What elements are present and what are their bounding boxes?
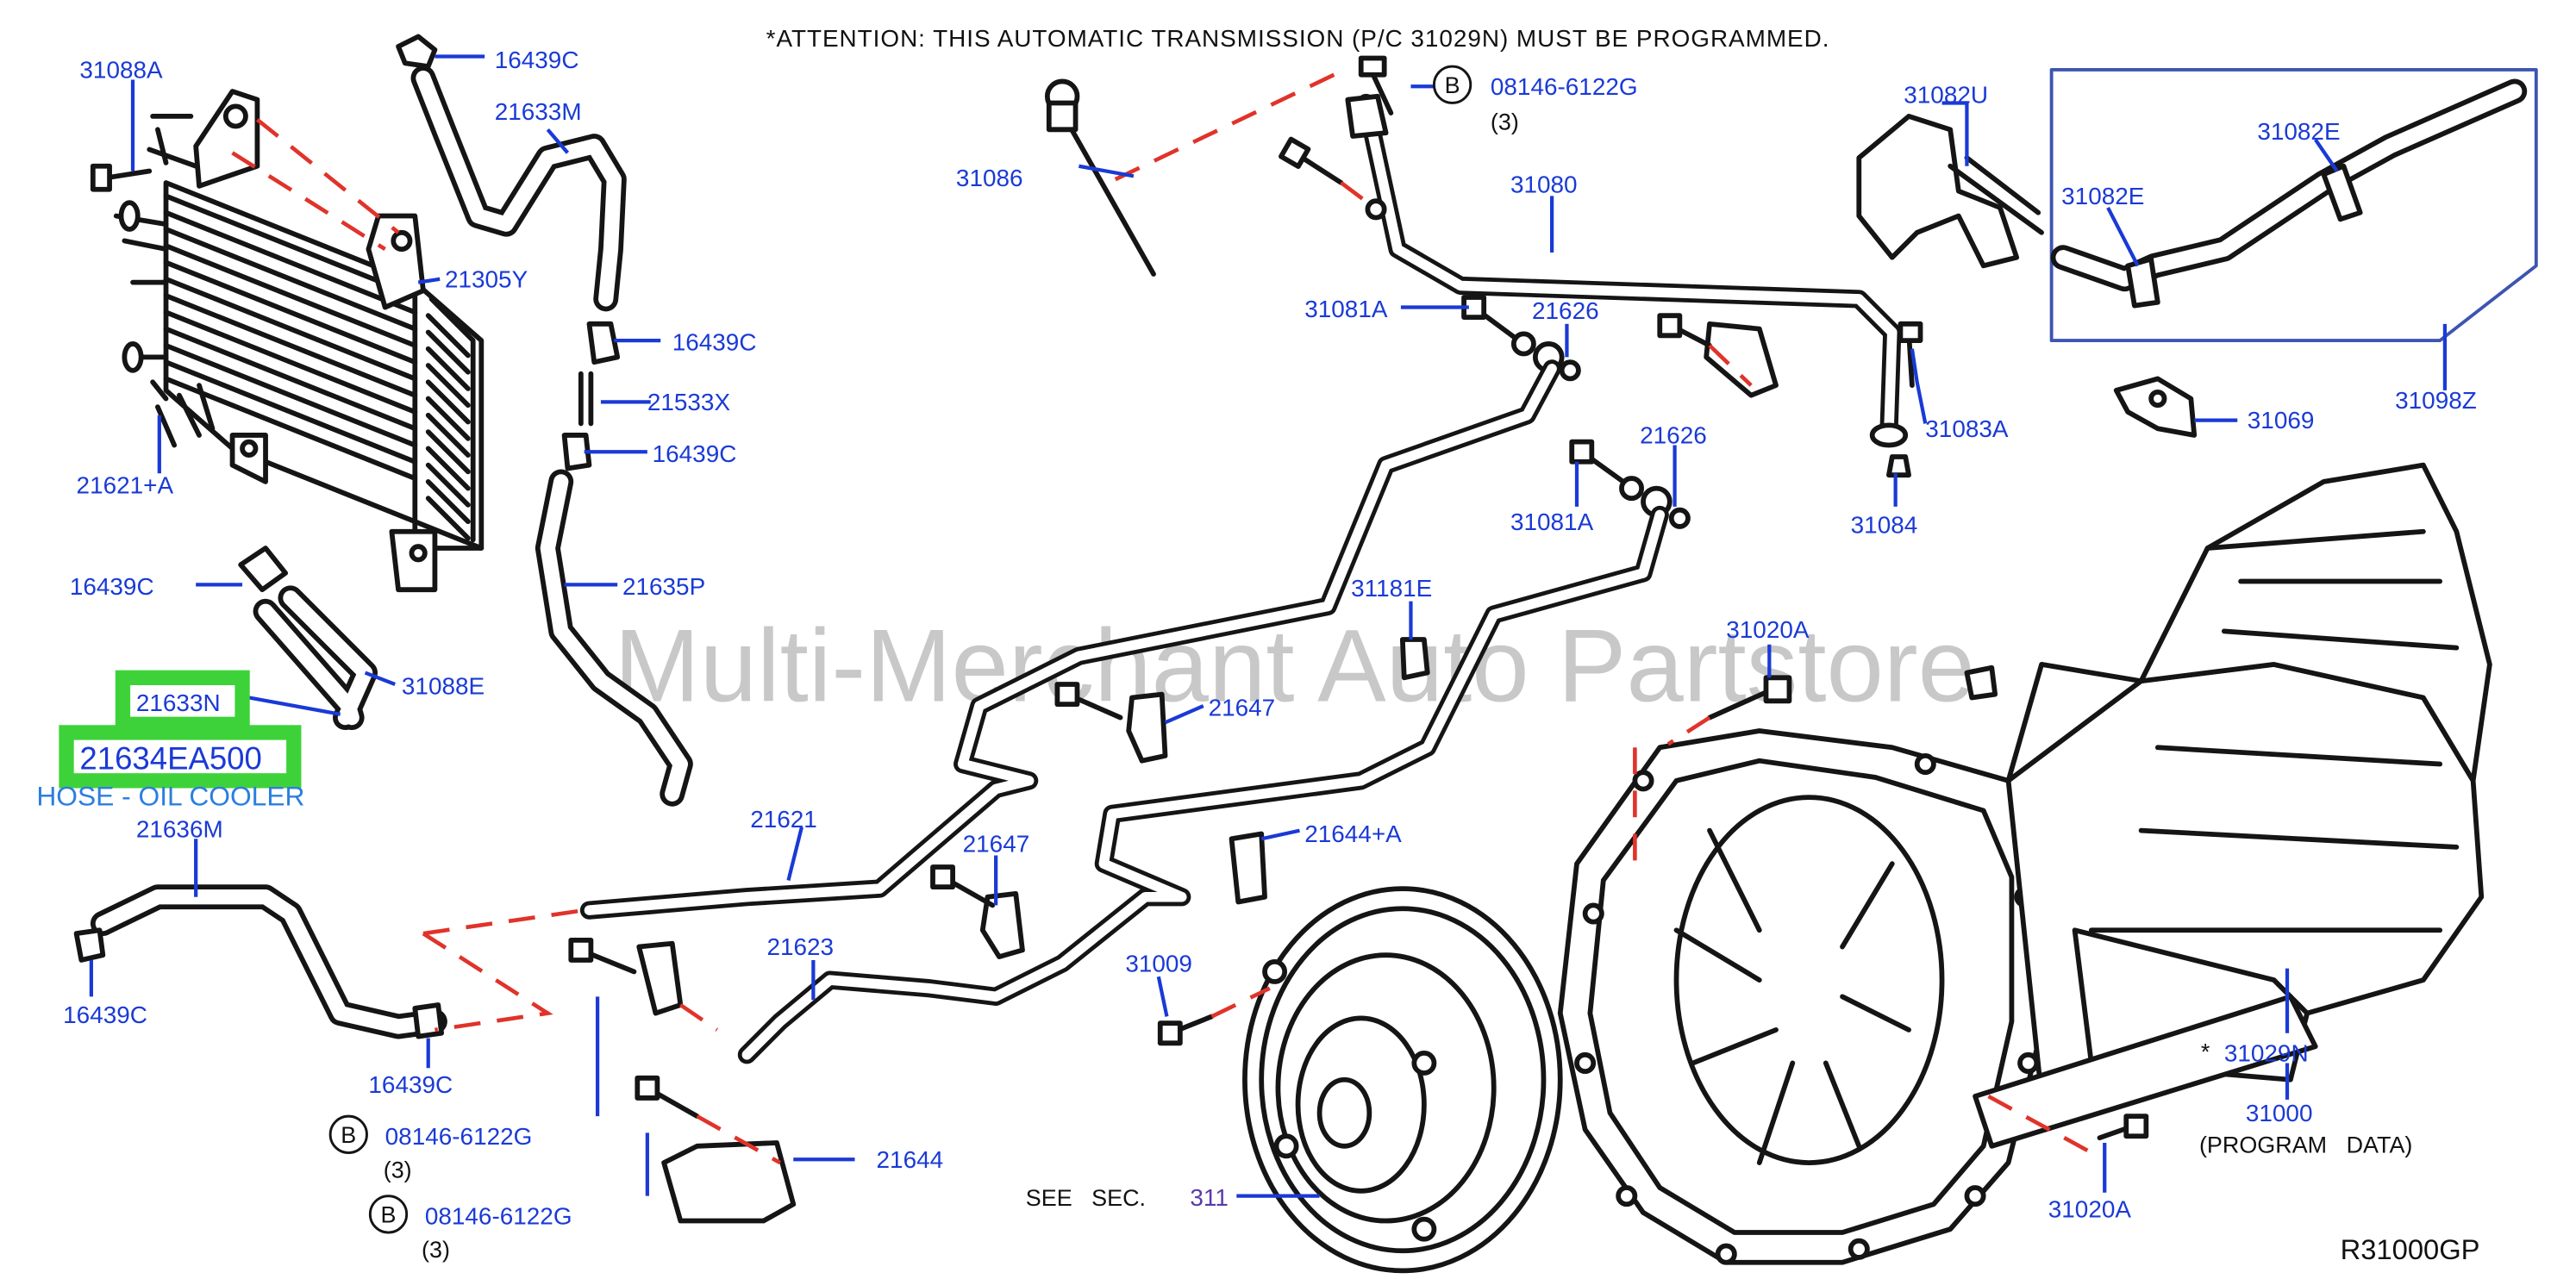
label-31081A-top[interactable]: 31081A <box>1304 296 1388 322</box>
b-marker-circle-1 <box>1432 65 1472 104</box>
label-16439C-mid1[interactable]: 16439C <box>672 329 757 356</box>
program-data-text: (PROGRAM DATA) <box>2199 1132 2412 1158</box>
b-marker-circle-2 <box>328 1114 368 1154</box>
label-311[interactable]: 311 <box>1190 1184 1228 1211</box>
breather-bracket-drawing <box>1856 114 2198 438</box>
label-16439C-top[interactable]: 16439C <box>495 47 579 73</box>
highlight-box-21633N <box>115 670 250 732</box>
label-31084[interactable]: 31084 <box>1851 512 1918 539</box>
label-31082E-top[interactable]: 31082E <box>2257 118 2340 145</box>
b-marker-2: B <box>341 1122 356 1148</box>
oil-cooler-drawing <box>90 89 485 593</box>
b-marker-3: B <box>381 1201 397 1227</box>
label-31082E-left[interactable]: 31082E <box>2061 183 2144 209</box>
label-qty-left1: (3) <box>384 1157 412 1182</box>
hose-drawings <box>73 34 693 1039</box>
label-16439C-mid2[interactable]: 16439C <box>653 440 737 467</box>
label-21633M[interactable]: 21633M <box>495 98 582 125</box>
label-16439C-left[interactable]: 16439C <box>70 573 154 600</box>
dipstick-drawing <box>1044 67 1346 277</box>
label-31080[interactable]: 31080 <box>1510 172 1578 198</box>
label-08146-6122G-top[interactable]: 08146-6122G <box>1491 73 1638 100</box>
label-21644-A[interactable]: 21644+A <box>1304 820 1402 847</box>
label-21533X[interactable]: 21533X <box>647 389 731 415</box>
label-31088A[interactable]: 31088A <box>79 57 163 84</box>
see-section-text: SEE SEC. <box>1026 1185 1146 1211</box>
b-marker-circle-3 <box>368 1195 409 1234</box>
label-08146-6122G-left1[interactable]: 08146-6122G <box>385 1123 533 1150</box>
label-31020A-top[interactable]: 31020A <box>1726 616 1810 643</box>
label-16439C-lower[interactable]: 16439C <box>63 1001 147 1028</box>
asterisk-mark: * <box>2201 1039 2210 1065</box>
filler-tube-drawing <box>1279 55 1909 448</box>
label-21635P[interactable]: 21635P <box>622 573 705 600</box>
label-31086[interactable]: 31086 <box>956 165 1023 191</box>
label-31082U[interactable]: 31082U <box>1904 81 1988 108</box>
highlight-description: HOSE - OIL COOLER <box>36 781 304 812</box>
highlight-part-number[interactable]: 21634EA500 <box>79 740 261 776</box>
leader-lines <box>89 54 2448 1198</box>
transmission-drawing <box>1557 462 2492 1265</box>
label-31098Z[interactable]: 31098Z <box>2395 387 2477 414</box>
cooler-lines-drawing <box>568 359 1669 1224</box>
label-31000[interactable]: 31000 <box>2246 1100 2313 1126</box>
label-21621-A[interactable]: 21621+A <box>77 471 174 498</box>
label-31081A-mid[interactable]: 31081A <box>1510 508 1594 535</box>
label-qty-left2: (3) <box>422 1237 450 1263</box>
label-21647-top[interactable]: 21647 <box>1209 695 1276 721</box>
highlight-box-part-number <box>59 725 302 789</box>
label-21633N[interactable]: 21633N <box>136 689 221 716</box>
label-31029N[interactable]: 31029N <box>2224 1040 2309 1067</box>
label-08146-6122G-left2[interactable]: 08146-6122G <box>425 1202 572 1229</box>
label-31088E[interactable]: 31088E <box>402 673 485 700</box>
label-31020A-bottom[interactable]: 31020A <box>2048 1196 2132 1223</box>
label-21636M[interactable]: 21636M <box>136 815 223 842</box>
torque-converter-drawing <box>1157 886 1563 1274</box>
label-21626-top[interactable]: 21626 <box>1532 297 1599 324</box>
attention-note: *ATTENTION: THIS AUTOMATIC TRANSMISSION … <box>766 25 1830 52</box>
label-21621[interactable]: 21621 <box>750 806 817 833</box>
label-31083A[interactable]: 31083A <box>1925 415 2009 442</box>
label-qty-top: (3) <box>1491 109 1519 134</box>
diagram-code: R31000GP <box>2341 1233 2480 1265</box>
label-31009[interactable]: 31009 <box>1125 950 1192 976</box>
label-31069[interactable]: 31069 <box>2248 407 2315 434</box>
label-21623[interactable]: 21623 <box>766 933 834 960</box>
label-21644[interactable]: 21644 <box>877 1146 944 1173</box>
label-21647-mid[interactable]: 21647 <box>963 831 1030 858</box>
watermark: Multi-Merchant Auto Partstore <box>614 608 1975 723</box>
label-16439C-bottom[interactable]: 16439C <box>368 1071 453 1098</box>
breather-hose-box <box>2049 68 2538 343</box>
b-marker-1: B <box>1445 72 1460 98</box>
label-31181E[interactable]: 31181E <box>1351 575 1432 602</box>
part-labels: 31088A 16439C 21633M 21305Y 16439C 21533… <box>36 47 2479 1265</box>
label-21305Y[interactable]: 21305Y <box>445 265 528 292</box>
label-21626-mid[interactable]: 21626 <box>1640 422 1707 449</box>
